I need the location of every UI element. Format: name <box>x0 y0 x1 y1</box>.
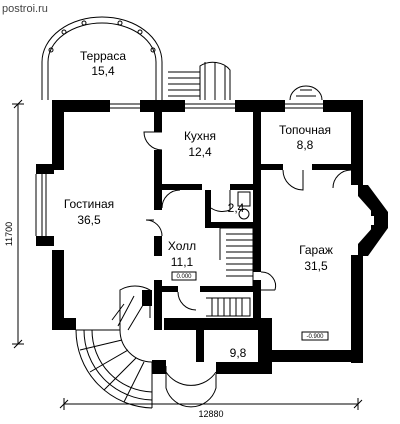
wc-area: 2,4 <box>228 201 245 215</box>
dimension-height: 11700 <box>4 99 24 349</box>
interior-walls <box>154 112 351 362</box>
hall-name: Холл <box>168 239 196 253</box>
boiler-room-name: Топочная <box>279 123 331 137</box>
dimension-width: 12880 <box>59 398 363 419</box>
terrace-name: Терраса <box>80 49 126 63</box>
terrace-outline <box>41 16 231 100</box>
spiral-stair <box>75 285 153 409</box>
garage-name: Гараж <box>299 243 333 257</box>
living-room-area: 36,5 <box>77 213 101 227</box>
width-dimension: 12880 <box>198 409 223 419</box>
small-room-area: 9,8 <box>230 346 247 360</box>
outer-walls <box>35 100 388 408</box>
hall-area: 11,1 <box>171 255 194 269</box>
boiler-room-area: 8,8 <box>297 138 314 152</box>
room-labels: Терраса 15,4 Кухня 12,4 Топочная 8,8 Гос… <box>64 49 333 360</box>
hall-level: 0.000 <box>176 274 192 280</box>
garage-level: -0.900 <box>306 334 324 340</box>
height-dimension: 11700 <box>4 222 14 246</box>
doors-and-stairs <box>143 85 352 317</box>
living-room-name: Гостиная <box>64 197 114 211</box>
kitchen-name: Кухня <box>184 129 216 143</box>
terrace-area: 15,4 <box>91 64 115 78</box>
watermark-text: postroi.ru <box>2 3 48 15</box>
garage-area: 31,5 <box>304 259 328 273</box>
kitchen-area: 12,4 <box>188 145 212 159</box>
